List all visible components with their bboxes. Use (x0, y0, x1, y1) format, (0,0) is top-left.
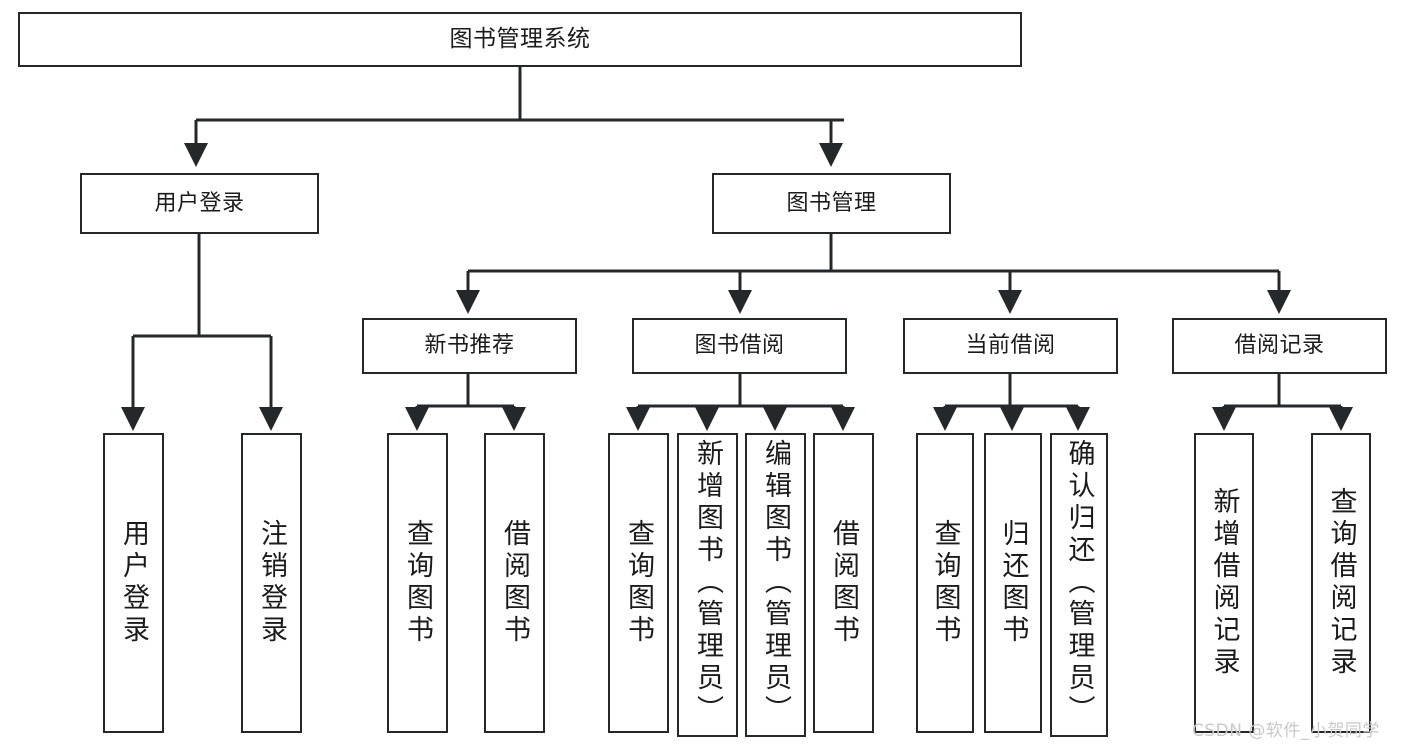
node-book-management-system[interactable]: 图书管理系统 (18, 12, 1022, 67)
node-new-book-recommendation[interactable]: 新书推荐 (362, 318, 577, 374)
leaf-edit-book-admin[interactable]: 编辑图书（管理员） (745, 433, 806, 737)
leaf-add-borrow-record[interactable]: 新增借阅记录 (1194, 433, 1254, 733)
node-label: 当前借阅 (965, 333, 1056, 358)
node-label: 图书管理系统 (449, 26, 591, 52)
node-book-management[interactable]: 图书管理 (712, 173, 951, 234)
node-borrowing-records[interactable]: 借阅记录 (1172, 318, 1387, 374)
leaf-query-books-borrow[interactable]: 查询图书 (608, 433, 669, 733)
leaf-return-books[interactable]: 归还图书 (984, 433, 1042, 733)
leaf-add-book-admin[interactable]: 新增图书（管理员） (677, 433, 738, 737)
node-label: 借阅记录 (1234, 333, 1325, 358)
node-label: 新增借阅记录 (1208, 487, 1240, 679)
node-label: 图书借阅 (694, 333, 785, 358)
leaf-query-borrow-record[interactable]: 查询借阅记录 (1311, 433, 1371, 733)
leaf-query-books-current[interactable]: 查询图书 (916, 433, 974, 733)
node-label: 新增图书（管理员） (692, 439, 723, 727)
leaf-borrow-books-recommend[interactable]: 借阅图书 (484, 433, 545, 733)
leaf-borrow-books[interactable]: 借阅图书 (813, 433, 874, 733)
leaf-user-login[interactable]: 用户登录 (103, 433, 164, 733)
node-label: 确认归还（管理员） (1063, 439, 1095, 727)
watermark: CSDN @软件_小贺同学 (1192, 721, 1380, 741)
node-label: 查询图书 (623, 519, 654, 647)
node-label: 注销登录 (256, 519, 287, 647)
node-label: 查询图书 (929, 519, 961, 647)
node-label: 图书管理 (786, 190, 877, 216)
leaf-logout[interactable]: 注销登录 (241, 433, 302, 733)
node-label: 查询借阅记录 (1325, 487, 1357, 679)
node-current-borrowing[interactable]: 当前借阅 (903, 318, 1118, 374)
node-label: 借阅图书 (828, 519, 859, 647)
leaf-query-books-recommend[interactable]: 查询图书 (387, 433, 448, 733)
node-label: 新书推荐 (424, 333, 515, 358)
leaf-confirm-return-admin[interactable]: 确认归还（管理员） (1050, 433, 1108, 737)
node-label: 用户登录 (154, 190, 245, 216)
node-label: 归还图书 (997, 519, 1029, 647)
node-label: 编辑图书（管理员） (760, 439, 791, 727)
node-user-login[interactable]: 用户登录 (80, 173, 319, 234)
node-label: 借阅图书 (499, 519, 530, 647)
node-label: 用户登录 (118, 519, 149, 647)
node-label: 查询图书 (402, 519, 433, 647)
node-book-borrowing[interactable]: 图书借阅 (632, 318, 847, 374)
